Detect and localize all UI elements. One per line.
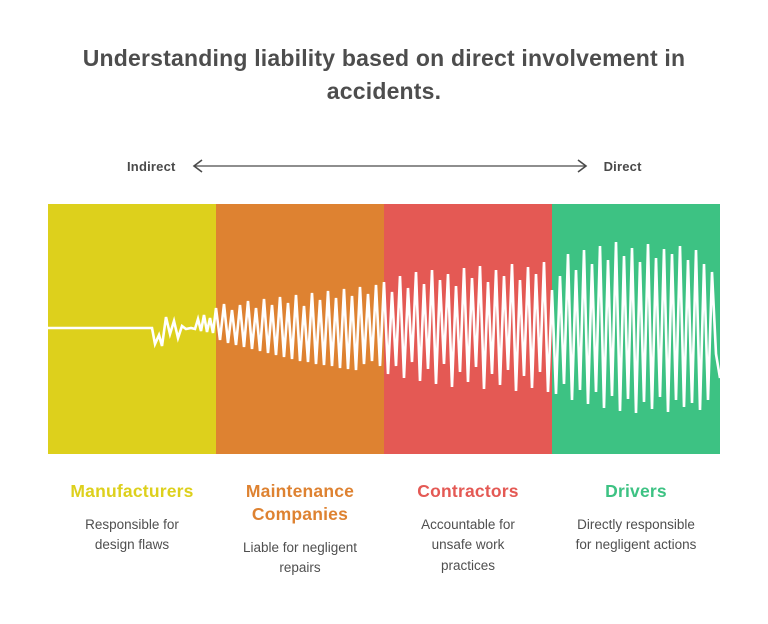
double-arrow-icon — [192, 159, 587, 173]
severity-bands — [48, 204, 720, 454]
right-arrowhead-icon — [577, 159, 587, 173]
direct-axis-label: Direct — [603, 158, 642, 174]
label-desc-manufacturers: Responsible for design flaws — [85, 517, 179, 553]
band-maintenance-companies — [216, 204, 384, 454]
diagram-title: Understanding liability based on direct … — [82, 45, 686, 105]
left-arrowhead-icon — [192, 159, 203, 173]
involvement-axis: Indirect Direct — [127, 158, 642, 174]
label-heading-maintenance-companies: Maintenance Companies — [245, 481, 355, 525]
label-col-maintenance-companies: Maintenance Companies Liable for neglige… — [216, 480, 384, 579]
label-heading-drivers: Drivers — [605, 481, 667, 501]
label-heading-manufacturers: Manufacturers — [70, 481, 194, 501]
label-desc-drivers: Directly responsible for negligent actio… — [575, 517, 697, 553]
label-desc-maintenance-companies: Liable for negligent repairs — [242, 540, 358, 576]
label-col-contractors: Contractors Accountable for unsafe work … — [384, 480, 552, 579]
band-drivers — [552, 204, 720, 454]
band-manufacturers — [48, 204, 216, 454]
category-labels: Manufacturers Responsible for design fla… — [48, 480, 720, 579]
band-contractors — [384, 204, 552, 454]
label-heading-contractors: Contractors — [417, 481, 519, 501]
label-col-manufacturers: Manufacturers Responsible for design fla… — [48, 480, 216, 579]
label-desc-contractors: Accountable for unsafe work practices — [421, 517, 515, 573]
indirect-axis-label: Indirect — [127, 158, 176, 174]
label-col-drivers: Drivers Directly responsible for neglige… — [552, 480, 720, 579]
